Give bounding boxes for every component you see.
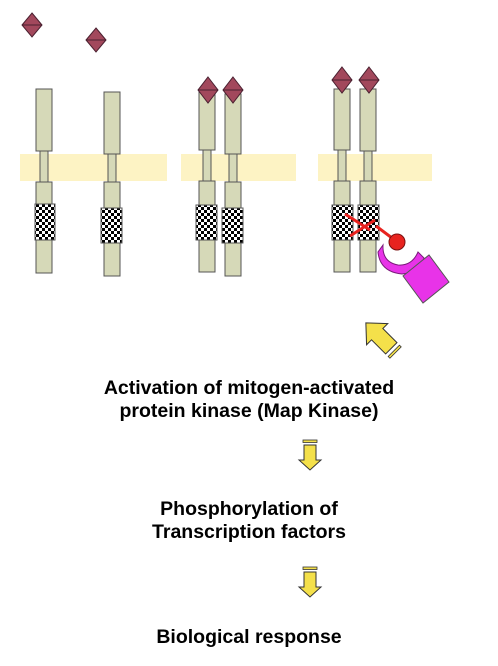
receptor-left-1 [34, 88, 56, 274]
step-line: Activation of mitogen-activated [103, 377, 395, 399]
phosphate-icon [388, 233, 406, 251]
cell-membrane-2 [181, 154, 296, 181]
phosphorylation-link [375, 224, 393, 240]
step-line: protein kinase (Map Kinase) [119, 400, 379, 422]
step-biological-response: Biological response [0, 626, 498, 649]
receptor-right-2 [221, 93, 244, 277]
receptor-left-2 [195, 90, 218, 273]
receptor-right-3 [357, 88, 380, 273]
effector-protein-icon [402, 254, 450, 304]
signal-arrow-down-icon [297, 566, 323, 598]
step-line: Phosphorylation of [160, 498, 338, 520]
adaptor-protein-icon [377, 243, 425, 275]
step-line: Transcription factors [152, 521, 346, 543]
phosphorylation-link [349, 218, 376, 238]
receptor-left-3 [331, 88, 354, 273]
step-transcription-factor-phosphorylation: Phosphorylation of Transcription factors [0, 498, 498, 544]
signal-arrow-diagonal-icon [365, 322, 402, 359]
receptor-right-1 [100, 91, 123, 277]
signal-arrow-down-icon [297, 439, 323, 471]
step-map-kinase-activation: Activation of mitogen-activated protein … [0, 377, 498, 423]
step-line: Biological response [156, 626, 342, 648]
cell-membrane-3 [318, 154, 432, 181]
